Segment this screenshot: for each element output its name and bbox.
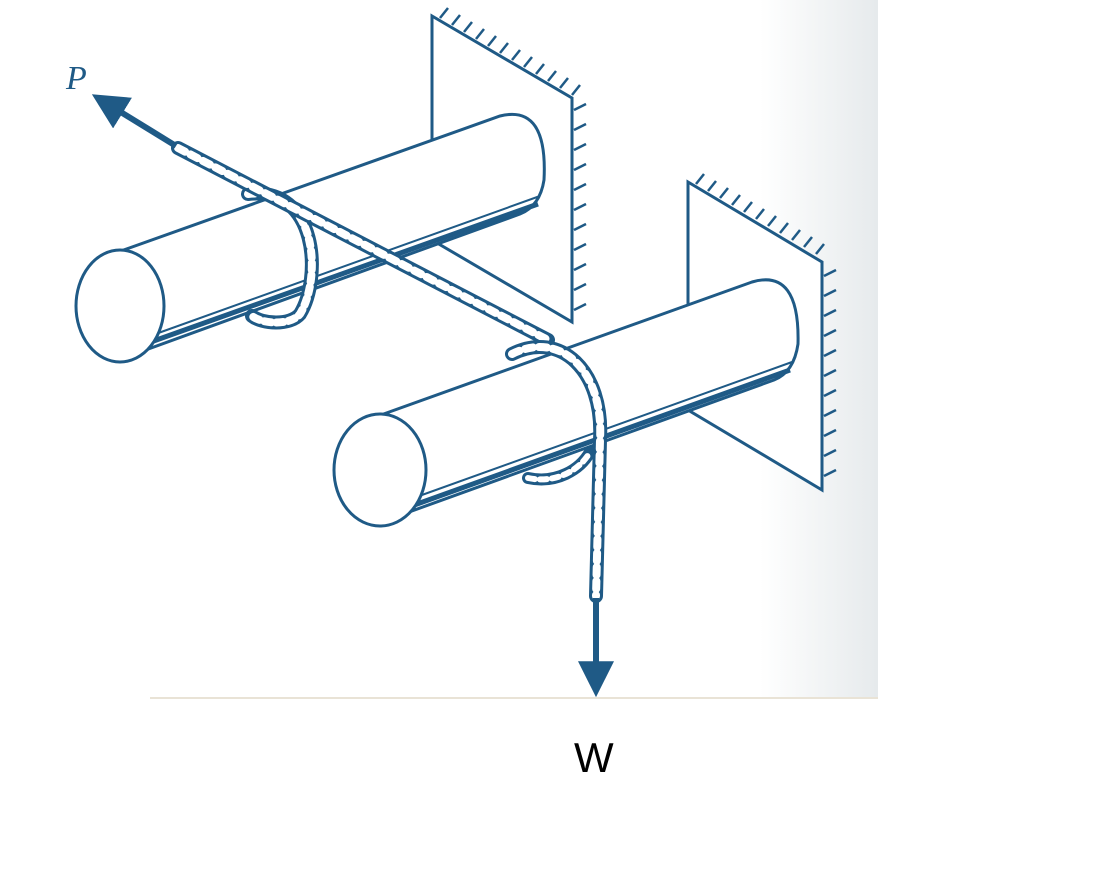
- wall-lower-hatch: [695, 173, 837, 478]
- force-label-p: P: [66, 60, 87, 97]
- wall-upper-hatch: [439, 7, 587, 312]
- force-arrow-p: [91, 94, 178, 149]
- rod-lower-end: [332, 412, 428, 528]
- force-label-w: W: [574, 734, 614, 781]
- rod-upper-end: [74, 248, 166, 364]
- rope: [171, 141, 608, 603]
